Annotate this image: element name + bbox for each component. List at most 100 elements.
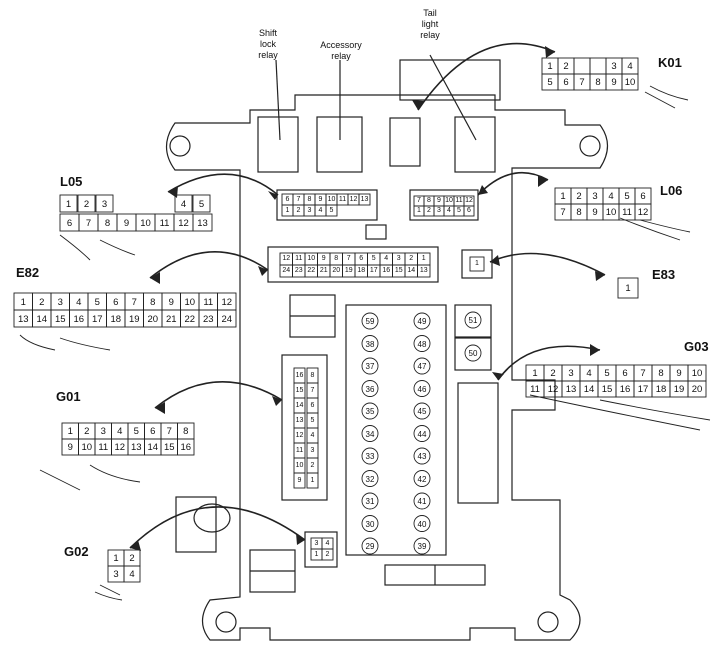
socket-center-vertical-pin: 5 (310, 416, 315, 424)
l05-cell (192, 213, 213, 232)
socket-right-top-pin: 8 (427, 197, 431, 204)
socket-left-top-pin: 11 (338, 195, 347, 203)
wire-tails (19, 85, 711, 601)
mount-hole-left (169, 135, 191, 157)
board-dark-square (175, 496, 217, 553)
l05-cell (192, 194, 211, 213)
socket-left-top-pin: 7 (296, 195, 301, 203)
socket-right-top-pin: 2 (427, 207, 431, 214)
e82-pin: 22 (184, 313, 196, 325)
socket-center-wide-pin: 24 (282, 267, 291, 274)
e82-pin: 9 (168, 296, 174, 308)
g03-pin: 8 (658, 368, 664, 379)
fuse-number: 45 (417, 407, 427, 416)
socket-right-top-pin: 10 (445, 197, 453, 204)
relay-label-line: lock (259, 39, 277, 49)
g03-pin: 3 (568, 368, 574, 379)
fuse-number: 51 (468, 316, 478, 325)
socket-center-vertical-pin: 9 (297, 476, 302, 484)
e82-pin: 6 (113, 296, 119, 308)
board-fuse-50-housing (454, 337, 492, 371)
fuse-number: 59 (365, 317, 375, 326)
l06-pin: 5 (624, 191, 630, 202)
g01-pin: 11 (98, 442, 109, 453)
board-oval (193, 503, 231, 533)
g01-pin: 16 (180, 442, 192, 453)
socket-center-wide-pin: 3 (396, 255, 401, 262)
connector-label-l06: L06 (660, 183, 683, 198)
e82-pin: 19 (128, 313, 140, 325)
connector-label-g01: G01 (56, 389, 81, 404)
socket-left-top-pin: 5 (329, 206, 334, 214)
connector-label-e82: E82 (16, 265, 40, 280)
fuse-number: 43 (417, 452, 427, 461)
fuse-38 (361, 335, 379, 352)
fuse-29 (361, 537, 379, 555)
fuse-number: 41 (417, 497, 427, 506)
l06-pin: 8 (576, 207, 582, 218)
e82-pin: 24 (221, 313, 233, 325)
board-socket-center-vertical (281, 354, 328, 501)
socket-left-top-pin: 2 (296, 206, 301, 214)
g01-pin: 6 (150, 426, 156, 437)
socket-center-wide-pin: 12 (282, 255, 291, 262)
board-fuse-51-housing (454, 304, 492, 338)
e82-pin: 2 (39, 296, 45, 308)
g01-pin: 9 (67, 442, 73, 453)
e82-cell (217, 309, 237, 328)
l05-pin: 7 (85, 217, 92, 229)
fuse-44 (413, 425, 431, 442)
e82-pin: 13 (17, 313, 29, 325)
e82-pin: 21 (165, 313, 177, 325)
l05-pin: 13 (197, 217, 208, 229)
g02-pin: 2 (129, 553, 135, 564)
g02-cell (123, 565, 141, 583)
l06-pin: 4 (608, 191, 614, 202)
l06-pin: 3 (592, 191, 598, 202)
connector-label-g03: G03 (684, 339, 709, 354)
k01-pin: 8 (595, 77, 601, 88)
arrows (129, 42, 606, 549)
g03-pin: 6 (622, 368, 628, 379)
e82-pin: 15 (54, 313, 66, 325)
mount-hole-bottom-right (537, 611, 559, 633)
e82-pin: 23 (202, 313, 214, 325)
arrow-g03 (497, 345, 601, 381)
socket-left-top-pin: 12 (349, 195, 358, 203)
relay-label-line: light (421, 19, 439, 29)
e82-pin: 8 (150, 296, 156, 308)
fuse-31 (361, 492, 379, 510)
shift-lock-relay-label: Shift lock relay (258, 28, 278, 61)
socket-right-top-pin: 12 (465, 197, 473, 204)
socket-right-top-pin: 6 (467, 207, 471, 214)
arrow-k01 (417, 42, 556, 111)
g01-cell (177, 438, 195, 456)
fuse-32 (361, 470, 379, 487)
socket-center-wide-pin: 16 (382, 267, 391, 274)
l06-pin: 10 (605, 207, 617, 218)
fuse-36 (361, 380, 379, 397)
l06-pin: 11 (622, 207, 632, 218)
k01-pin: 5 (547, 77, 553, 88)
board-socket-g02 (304, 531, 338, 568)
arrow-e83 (489, 252, 606, 276)
socket-g02-pin: 3 (314, 539, 319, 547)
l05-pin: 10 (140, 217, 151, 229)
socket-right-top-pin: 4 (447, 207, 451, 214)
fuse-46 (413, 380, 431, 397)
fuse-33 (361, 447, 379, 465)
fuse-number: 39 (417, 542, 427, 551)
e82-pin: 11 (203, 296, 214, 308)
arrow-l05 (167, 173, 279, 196)
e82-pin: 10 (184, 296, 196, 308)
socket-right-top-cell (463, 205, 475, 217)
fuse-34 (361, 425, 379, 442)
connector-grids (13, 57, 707, 583)
k01-pin: 7 (579, 77, 585, 88)
socket-center-vertical-pin: 7 (310, 386, 315, 394)
fuse-number: 44 (417, 429, 427, 439)
fuse-number: 40 (417, 519, 427, 529)
g03-pin: 5 (604, 368, 610, 379)
socket-e83-cell (469, 256, 485, 272)
socket-center-vertical-pin: 4 (310, 431, 315, 439)
